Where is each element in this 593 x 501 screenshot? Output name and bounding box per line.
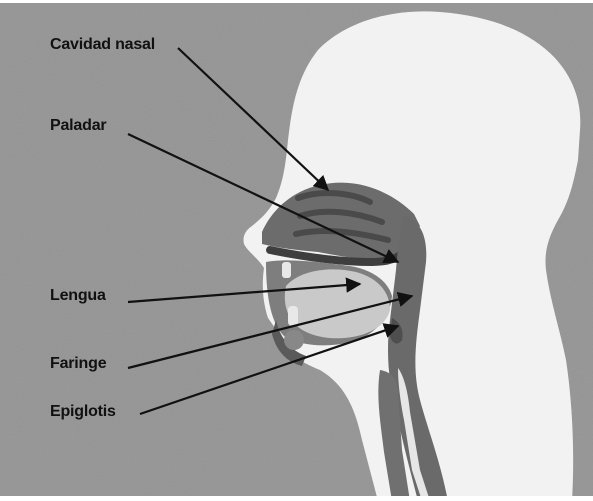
lip xyxy=(284,330,304,350)
label-lengua: Lengua xyxy=(50,287,106,305)
label-cavidad-nasal: Cavidad nasal xyxy=(50,36,155,54)
label-epiglotis: Epiglotis xyxy=(50,403,116,421)
frame-edge xyxy=(0,496,593,501)
label-faringe: Faringe xyxy=(50,355,106,373)
teeth xyxy=(288,306,298,326)
label-paladar: Paladar xyxy=(50,117,106,135)
frame-edge xyxy=(0,0,593,3)
teeth xyxy=(282,262,291,278)
